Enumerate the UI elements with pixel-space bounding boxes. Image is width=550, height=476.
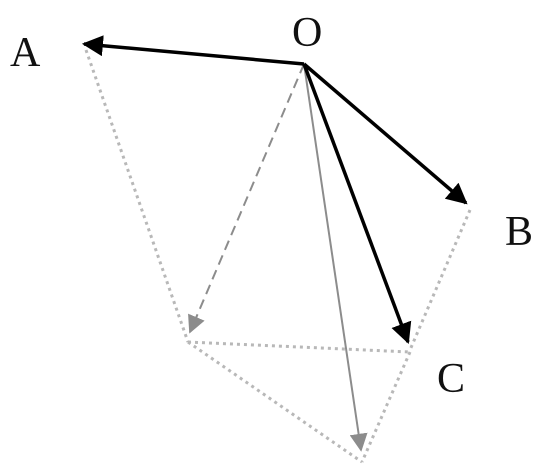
vector-o-to-b (302, 62, 468, 205)
dotted-line-midpoint-to-bottom (187, 340, 363, 464)
label-o: O (292, 10, 322, 56)
dotted-line-midpoint-to-c (187, 340, 411, 354)
vector-o-to-c (302, 63, 412, 344)
dotted-line-b-to-c (408, 209, 472, 351)
vector-o-to-a (81, 35, 305, 66)
dotted-line-c-to-bottom (360, 351, 412, 463)
dotted-construction-lines (84, 49, 472, 464)
label-a: A (10, 30, 41, 76)
dotted-line-a-to-midpoint (84, 49, 190, 343)
dashed-vector-o-to-midpoint (188, 63, 305, 334)
black-vectors (81, 35, 468, 344)
label-b: B (505, 209, 533, 255)
gray-vectors (188, 63, 368, 452)
label-c: C (437, 356, 465, 402)
gray-vector-o-to-bottom (303, 63, 368, 452)
